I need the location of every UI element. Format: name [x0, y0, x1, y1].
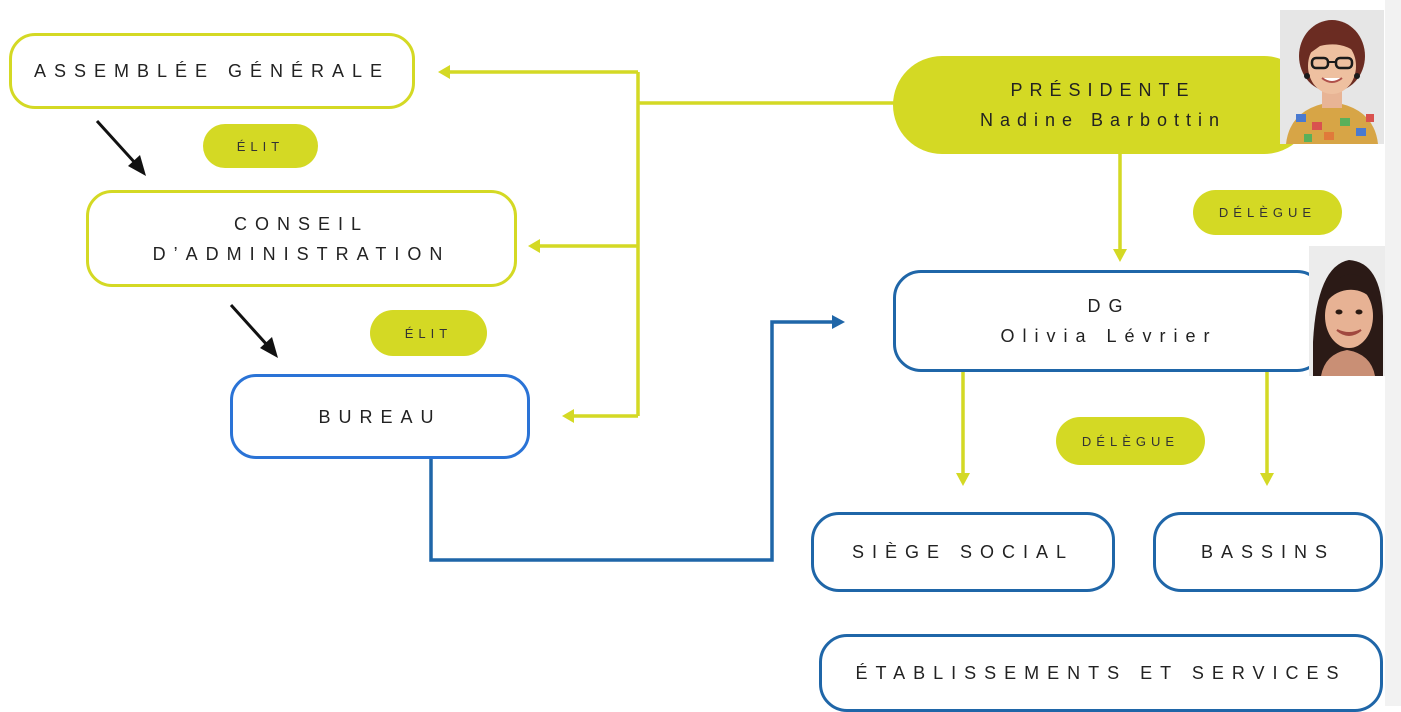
elit-arrow-1-head: [128, 155, 146, 176]
elit-arrow-1-line: [95, 119, 138, 166]
elit-badge-1-label: ÉLIT: [236, 138, 285, 154]
presidente-photo: [1280, 10, 1384, 144]
etablissements-services-label: ÉTABLISSEMENTS ET SERVICES: [855, 663, 1347, 683]
siege-social-label: SIÈGE SOCIAL: [851, 542, 1075, 562]
presidente-name: Nadine Barbottin: [979, 110, 1227, 130]
dg-box: DG Olivia Lévrier: [893, 270, 1325, 372]
elit-arrow-2-head: [260, 337, 278, 358]
elit-badge-2-label: ÉLIT: [404, 325, 453, 341]
elit-badge-2: ÉLIT: [370, 310, 487, 356]
delegue-badge-2: DÉLÈGUE: [1056, 417, 1205, 465]
conseil-administration-box: CONSEIL D’ADMINISTRATION: [86, 190, 517, 287]
dg-photo: [1309, 246, 1385, 376]
presidente-title: PRÉSIDENTE: [1010, 80, 1196, 100]
conseil-label-line2: D’ADMINISTRATION: [152, 243, 451, 264]
presidente-portrait-image: [1280, 10, 1384, 144]
conseil-label-line1: CONSEIL: [233, 213, 370, 234]
assemblee-generale-label: ASSEMBLÉE GÉNÉRALE: [33, 61, 391, 81]
delegue-badge-2-label: DÉLÈGUE: [1081, 433, 1180, 449]
elit-arrow-2-line: [229, 303, 270, 348]
bassins-box: BASSINS: [1153, 512, 1383, 592]
president-connector: [448, 70, 1269, 474]
yellow-arrowheads: [438, 65, 1274, 486]
dg-name: Olivia Lévrier: [1000, 326, 1218, 346]
bureau-label: BUREAU: [318, 406, 442, 427]
bureau-dg-connector: [429, 320, 834, 562]
assemblee-generale-box: ASSEMBLÉE GÉNÉRALE: [9, 33, 415, 109]
right-edge-strip: [1385, 0, 1401, 706]
elit-badge-1: ÉLIT: [203, 124, 318, 168]
delegue-badge-1-label: DÉLÈGUE: [1218, 205, 1317, 220]
bassins-label: BASSINS: [1200, 542, 1336, 562]
dg-title: DG: [1087, 296, 1131, 316]
bureau-box: BUREAU: [230, 374, 530, 459]
siege-social-box: SIÈGE SOCIAL: [811, 512, 1115, 592]
dg-portrait-image: [1309, 246, 1385, 376]
delegue-badge-1: DÉLÈGUE: [1193, 190, 1342, 235]
presidente-box: PRÉSIDENTE Nadine Barbottin: [893, 56, 1313, 154]
etablissements-services-box: ÉTABLISSEMENTS ET SERVICES: [819, 634, 1383, 712]
bureau-dg-arrowhead: [832, 315, 845, 329]
